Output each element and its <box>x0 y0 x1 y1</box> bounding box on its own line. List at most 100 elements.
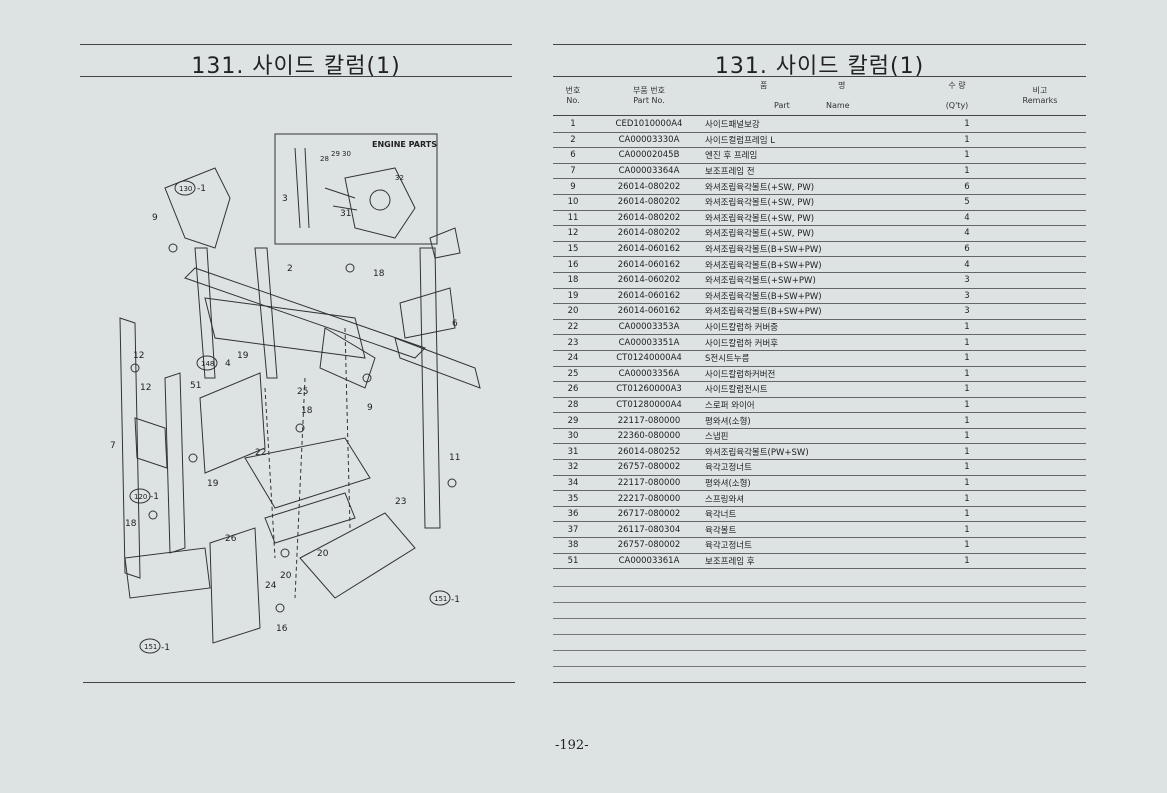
part-name: 사이드컬럼프레임 L <box>705 132 938 149</box>
header-name-kr-1: 품 <box>760 81 768 90</box>
part-remarks <box>996 303 1086 320</box>
part-remarks <box>996 256 1086 273</box>
part-number: CA00003356A <box>593 366 705 383</box>
part-name: 사이드칼럼하커버전 <box>705 366 938 383</box>
engine-parts-inset <box>274 133 438 245</box>
part-remarks <box>996 397 1086 414</box>
svg-text:-1: -1 <box>197 184 206 194</box>
right-bottom-rule <box>553 682 1086 683</box>
part-qty: 1 <box>938 117 996 133</box>
exploded-parts-diagram: ENGINE PARTS 130 -1 9 28 29 30 32 3 31 2… <box>110 133 481 654</box>
svg-text:151: 151 <box>144 643 157 651</box>
part-number: CT01260000A3 <box>593 381 705 398</box>
part-index: 24 <box>553 350 593 367</box>
part-number: 26014-080202 <box>593 194 705 211</box>
part-number: CA00003353A <box>593 319 705 336</box>
part-index: 15 <box>553 241 593 258</box>
part-number: 26014-080202 <box>593 178 705 195</box>
svg-text:18: 18 <box>125 519 137 529</box>
right-title-rule <box>553 76 1086 77</box>
part-qty: 1 <box>938 443 996 461</box>
part-remarks <box>996 350 1086 367</box>
left-bottom-rule <box>83 682 515 683</box>
svg-text:12: 12 <box>133 351 144 361</box>
part-qty: 1 <box>938 334 996 351</box>
part-index: 31 <box>553 443 593 461</box>
part-index: 9 <box>553 178 593 195</box>
part-qty: 1 <box>938 381 996 398</box>
part-number: 26014-060162 <box>593 241 705 258</box>
part-index: 25 <box>553 366 593 383</box>
part-index: 10 <box>553 194 593 211</box>
part-index: 26 <box>553 381 593 398</box>
svg-text:28: 28 <box>320 155 329 163</box>
part-name: 육각고정너트 <box>705 537 938 554</box>
part-name: 엔진 후 프레임 <box>705 147 938 164</box>
part-name: 와셔조립육각볼트(+SW, PW) <box>705 225 938 242</box>
part-remarks <box>996 288 1086 305</box>
header-name-en-1: Part <box>774 101 790 110</box>
left-title-rule <box>80 76 512 77</box>
svg-text:9: 9 <box>367 403 373 413</box>
part-number: 26014-060162 <box>593 288 705 305</box>
part-number: 26014-080252 <box>593 443 705 461</box>
part-number: CA00003351A <box>593 334 705 351</box>
part-name: 사이드칼럼전시트 <box>705 381 938 398</box>
svg-text:23: 23 <box>395 497 406 507</box>
part-number: CT01240000A4 <box>593 350 705 367</box>
part-number: 26757-080002 <box>593 537 705 554</box>
part-name: 와셔조립육각볼트(+SW, PW) <box>705 194 938 211</box>
part-index: 37 <box>553 521 593 539</box>
part-remarks <box>996 490 1086 507</box>
part-index: 19 <box>553 288 593 305</box>
svg-text:30: 30 <box>342 150 351 158</box>
part-name: 보조프레임 후 <box>705 553 938 570</box>
part-number: 26717-080002 <box>593 506 705 523</box>
part-number: 26014-060162 <box>593 256 705 273</box>
svg-text:12: 12 <box>140 383 151 393</box>
part-qty: 4 <box>938 210 996 227</box>
svg-text:26: 26 <box>225 534 237 544</box>
part-index: 11 <box>553 210 593 227</box>
part-name: 육각고정너트 <box>705 459 938 476</box>
part-name: 와셔조립육각볼트(+SW+PW) <box>705 272 938 289</box>
svg-text:3: 3 <box>282 194 288 204</box>
svg-text:20: 20 <box>317 549 329 559</box>
part-remarks <box>996 459 1086 476</box>
part-number: CA00003330A <box>593 132 705 149</box>
part-name: 육각볼트 <box>705 521 938 539</box>
svg-text:19: 19 <box>237 351 249 361</box>
part-qty: 1 <box>938 319 996 336</box>
svg-text:24: 24 <box>265 581 277 591</box>
part-number: 26014-080202 <box>593 225 705 242</box>
part-qty: 4 <box>938 256 996 273</box>
part-number: CA00003361A <box>593 553 705 570</box>
part-number: 22117-080000 <box>593 412 705 429</box>
part-qty: 1 <box>938 537 996 554</box>
svg-text:16: 16 <box>276 624 288 634</box>
part-qty: 6 <box>938 241 996 258</box>
part-remarks <box>996 366 1086 383</box>
part-number: 26014-080202 <box>593 210 705 227</box>
part-name: 스프링와셔 <box>705 490 938 507</box>
header-qty-en: (Q'ty) <box>945 101 969 110</box>
part-remarks <box>996 319 1086 336</box>
part-number: 26757-080002 <box>593 459 705 476</box>
part-remarks <box>996 475 1086 492</box>
header-qty-kr: 수 량 <box>948 81 966 90</box>
part-name: 와셔조립육각볼트(PW+SW) <box>705 443 938 461</box>
part-number: 26014-060202 <box>593 272 705 289</box>
part-number: CA00003364A <box>593 163 705 180</box>
part-remarks <box>996 178 1086 195</box>
